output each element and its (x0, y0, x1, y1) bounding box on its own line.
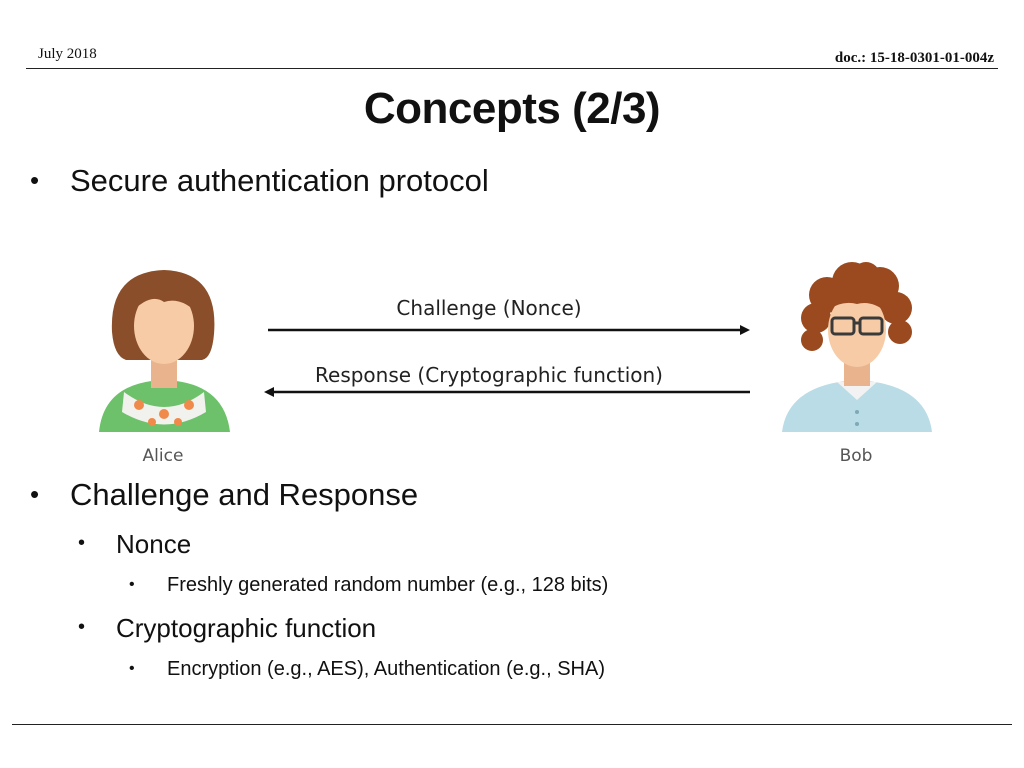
alice-label: Alice (142, 446, 184, 466)
bullet-dot: • (78, 616, 86, 638)
bob-avatar (782, 262, 932, 432)
header-doc-id: doc.: 15-18-0301-01-004z (834, 50, 994, 66)
bullet-secure-authentication: • Secure authentication protocol (30, 163, 489, 199)
bullet-dot: • (30, 165, 40, 195)
slide-title: Concepts (2/3) (363, 84, 661, 133)
bob-label: Bob (839, 446, 873, 466)
bullet-dot: • (129, 660, 135, 677)
header-divider (26, 68, 998, 69)
bullet-nonce: • Nonce (78, 529, 192, 560)
bullet-dot: • (30, 479, 40, 509)
footer-divider (12, 724, 1012, 725)
bullet-text: Secure authentication protocol (70, 163, 489, 198)
bullet-dot: • (129, 576, 135, 593)
bullet-text: Challenge and Response (70, 477, 419, 512)
bullet-text: Cryptographic function (116, 613, 377, 643)
bullet-cryptographic-function: • Cryptographic function (78, 613, 377, 644)
bullet-nonce-detail: • Freshly generated random number (e.g.,… (129, 574, 609, 597)
alice-avatar (99, 270, 230, 432)
bullet-crypto-detail: • Encryption (e.g., AES), Authentication… (129, 658, 605, 681)
bullet-dot: • (78, 532, 86, 554)
bullet-text: Freshly generated random number (e.g., 1… (167, 574, 609, 596)
bullet-text: Encryption (e.g., AES), Authentication (… (167, 658, 605, 680)
response-label: Response (Cryptographic function) (315, 363, 663, 387)
bullet-challenge-response: • Challenge and Response (30, 477, 419, 513)
challenge-label: Challenge (Nonce) (396, 296, 582, 320)
challenge-arrow (268, 325, 750, 335)
header-date: July 2018 (38, 46, 97, 62)
response-arrow (264, 387, 750, 397)
bullet-text: Nonce (116, 529, 192, 559)
